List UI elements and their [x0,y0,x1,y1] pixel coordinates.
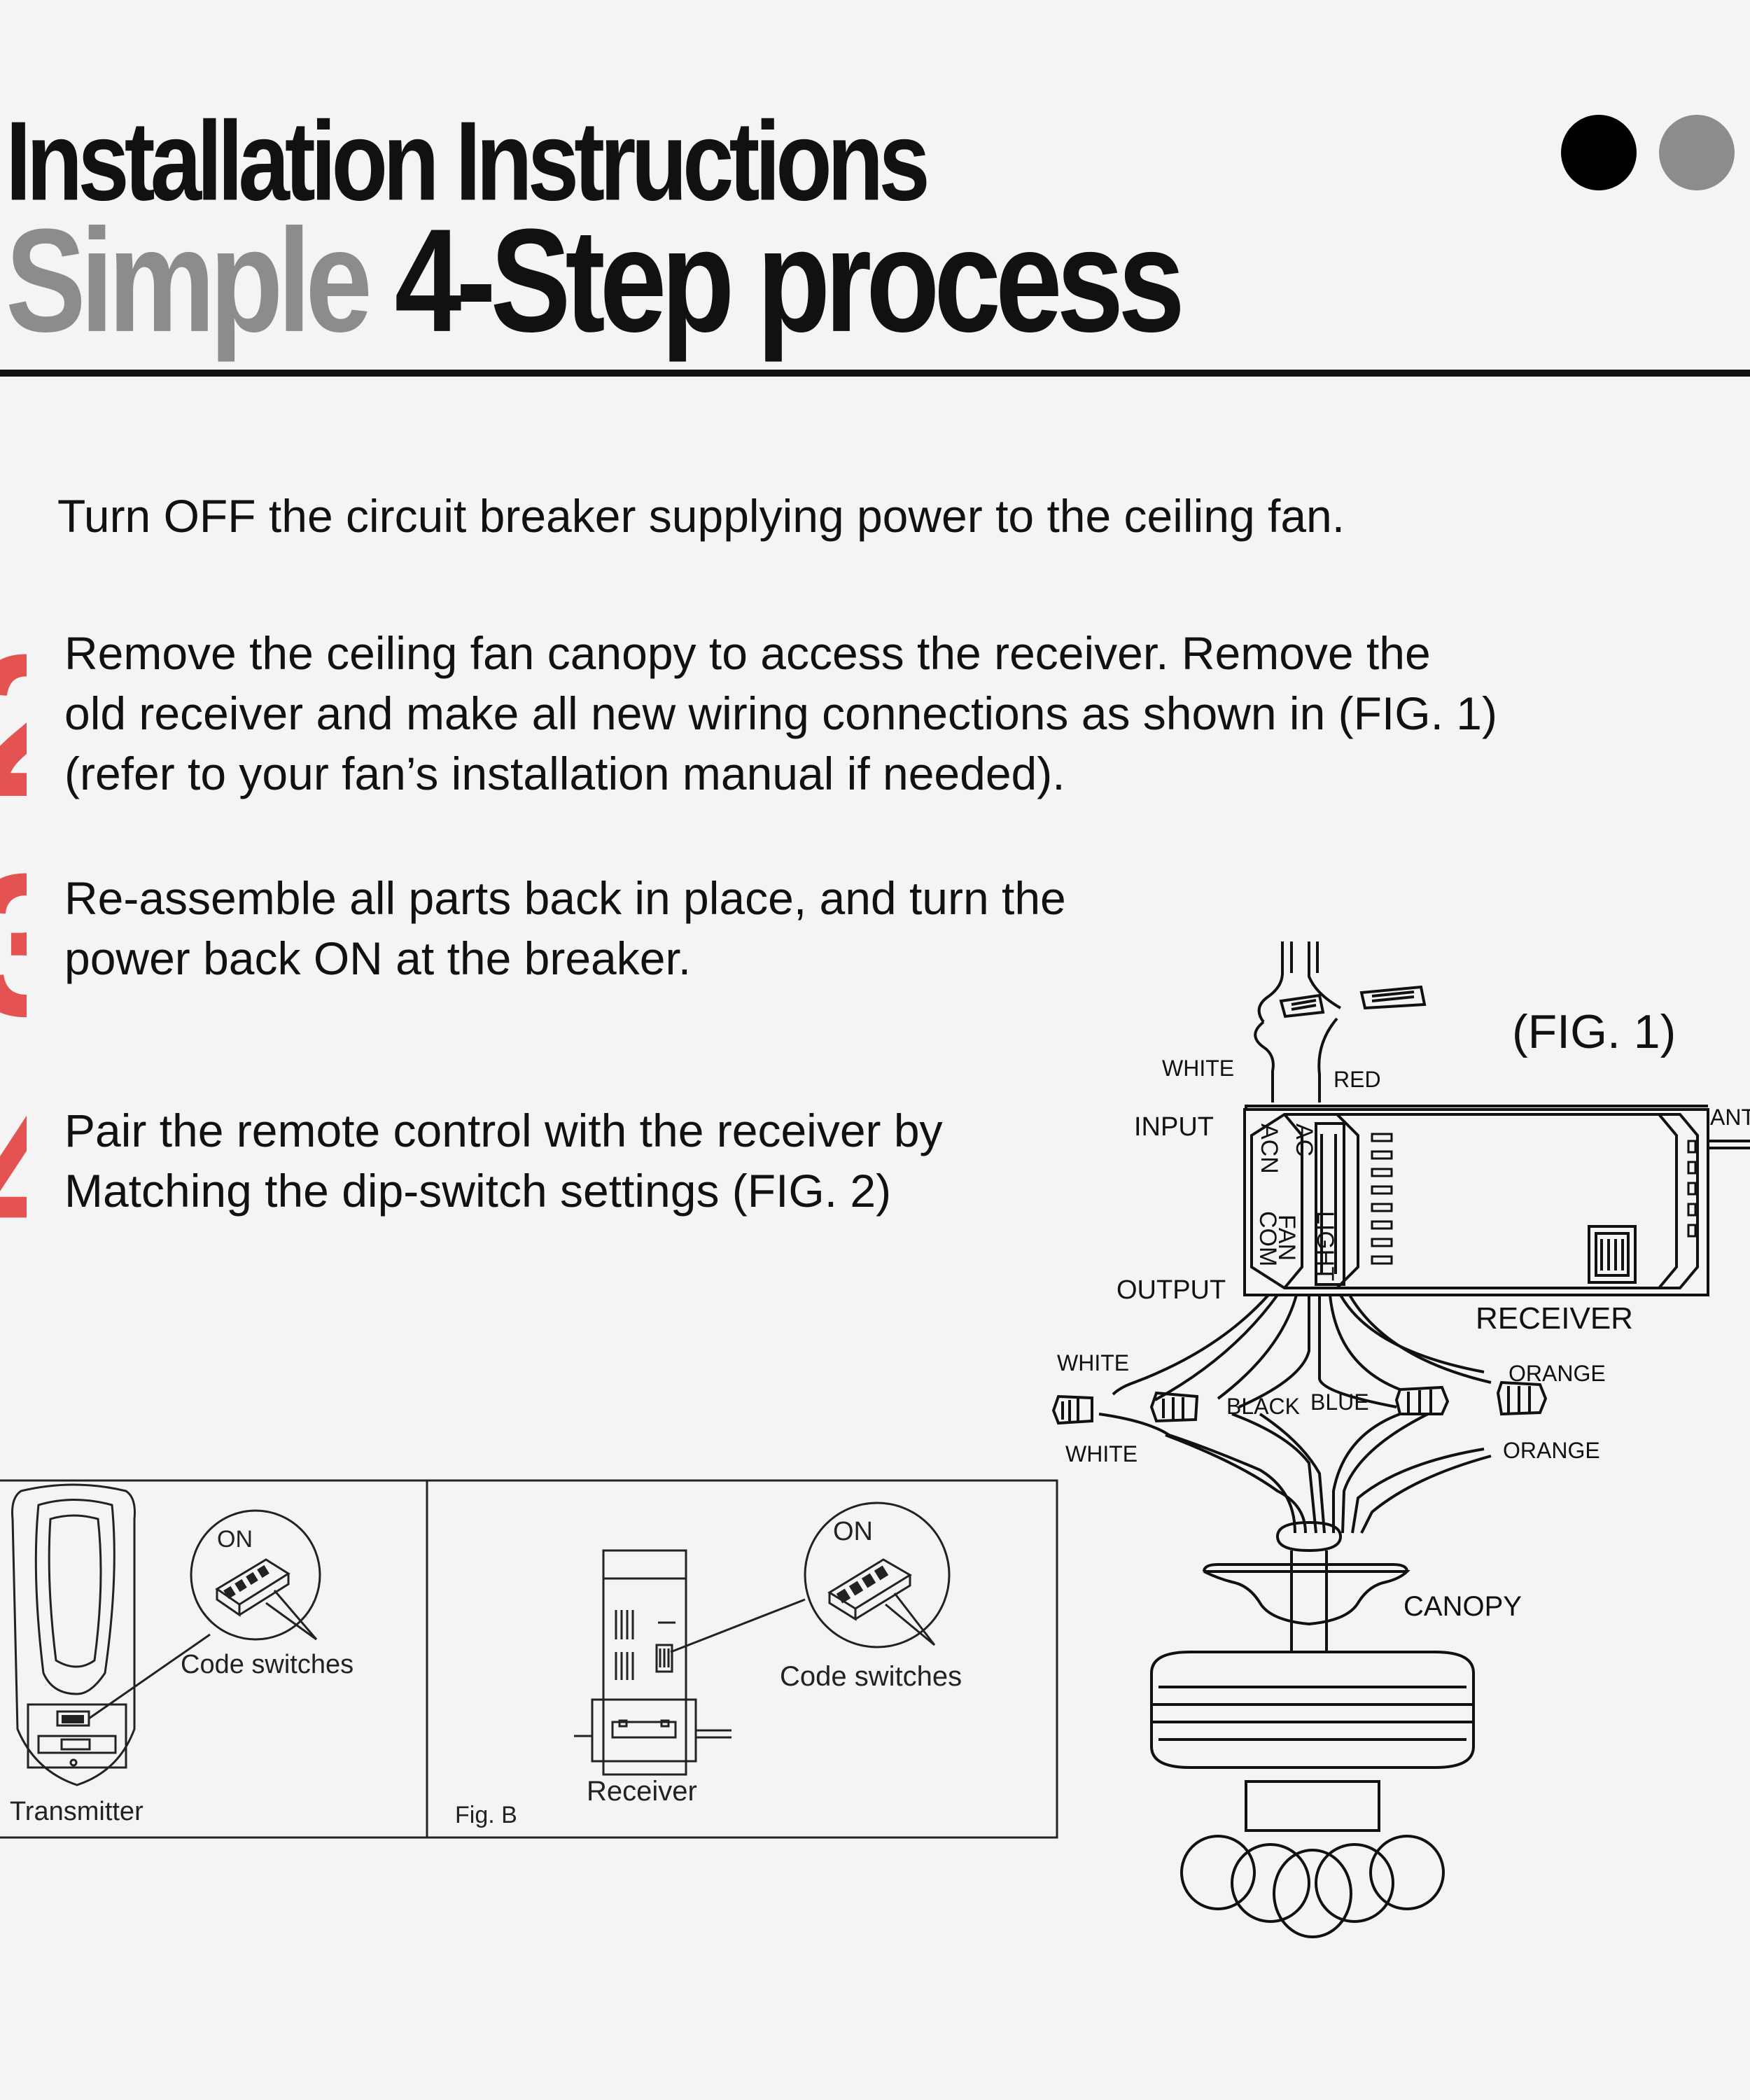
step-4-line-2: Matching the dip-switch settings (FIG. 2… [64,1165,892,1217]
step-3-line-2: power back ON at the breaker. [64,932,692,984]
step-3: Re-assemble all parts back in place, and… [64,868,1066,988]
step-4-line-1: Pair the remote control with the receive… [64,1105,943,1156]
fig1-caption: (FIG. 1) [1512,1005,1676,1058]
terminal-label-ac: AC [1291,1124,1317,1156]
terminal-label-light: LIGHT [1312,1211,1338,1281]
fig2-dip-switch-diagram: ON Code switches Transmitter Fig. B Rece… [0,1479,1058,1839]
terminal-label-fan: FAN [1273,1214,1300,1261]
wire-nut-white [1051,1394,1093,1425]
step-4: Pair the remote control with the receive… [64,1100,943,1221]
step-1: Turn OFF the circuit breaker supplying p… [57,486,1345,546]
supply-wire-red [1317,1017,1338,1102]
transmitter-illustration [11,1483,136,1786]
wire-nut-orange [1496,1380,1548,1416]
label-canopy: CANOPY [1404,1591,1522,1622]
label-orange-lower: ORANGE [1503,1438,1600,1463]
label-red-input: RED [1334,1067,1381,1092]
fig1-wiring-diagram: (FIG. 1) WHITE RED INPUT ANT OUTPUT RECE… [1051,941,1750,1938]
label-white-output-lower: WHITE [1065,1441,1138,1466]
receiver-on-label: ON [833,1517,873,1546]
fig2-frame [0,1479,1058,1839]
receiver-switch-magnifier [670,1502,951,1653]
page-title: Installation Instructions [6,98,930,224]
label-receiver: RECEIVER [1476,1301,1633,1336]
transmitter-label: Transmitter [10,1797,144,1826]
light-kit-illustration [1180,1780,1445,1938]
step-4-number: 4 [0,1074,27,1278]
step-2-number: 2 [0,624,27,827]
header-divider [0,370,1750,377]
output-wire-blue [1318,1295,1397,1408]
label-blue: BLUE [1310,1390,1369,1415]
label-white-output-upper: WHITE [1057,1350,1129,1376]
step-2: Remove the ceiling fan canopy to access … [64,623,1497,804]
output-wire-white-lower [1217,1294,1298,1400]
label-white-input: WHITE [1162,1056,1234,1081]
wire-nut-black [1149,1391,1199,1423]
label-black: BLACK [1226,1394,1300,1419]
step-2-line-1: Remove the ceiling fan canopy to access … [64,627,1431,679]
output-wire-orange [1339,1294,1485,1373]
step-3-line-1: Re-assemble all parts back in place, and… [64,872,1066,924]
receiver-code-switches-label: Code switches [780,1661,962,1692]
step-2-line-3: (refer to your fan’s installation manual… [64,748,1065,799]
step-3-number: 3 [0,844,27,1046]
fig-b-label: Fig. B [455,1802,517,1828]
label-output: OUTPUT [1116,1275,1226,1305]
transmitter-switch-magnifier [88,1509,321,1720]
page-subtitle: Simple 4-Step process [6,207,1185,354]
terminal-label-com: COM [1254,1211,1281,1266]
fan-motor-illustration [1150,1651,1475,1769]
wire-to-canopy-1 [1098,1413,1296,1534]
receiver-label: Receiver [587,1776,697,1807]
label-antenna: ANT [1710,1105,1750,1130]
transmitter-on-label: ON [217,1526,253,1553]
output-wire-white-upper [1112,1294,1270,1396]
label-orange-upper: ORANGE [1508,1361,1606,1386]
dot-gray [1659,115,1735,190]
subtitle-gray-word: Simple [6,198,372,363]
receiver-box [1243,1105,1709,1296]
subtitle-black-words: 4-Step process [394,198,1185,363]
supply-wire-white [1257,941,1284,1023]
wire-nut-top-right [1359,985,1427,1010]
label-input: INPUT [1134,1112,1214,1142]
receiver-illustration [574,1549,732,1776]
canopy-illustration [1203,1520,1410,1652]
wire-nut-top-left [1279,993,1325,1018]
terminal-label-acn: ACN [1256,1124,1282,1174]
dot-black [1561,115,1637,190]
step-2-line-2: old receiver and make all new wiring con… [64,687,1497,739]
transmitter-code-switches-label: Code switches [181,1650,354,1679]
step-1-line-1: Turn OFF the circuit breaker supplying p… [57,490,1345,542]
wire-nut-blue [1394,1385,1450,1415]
